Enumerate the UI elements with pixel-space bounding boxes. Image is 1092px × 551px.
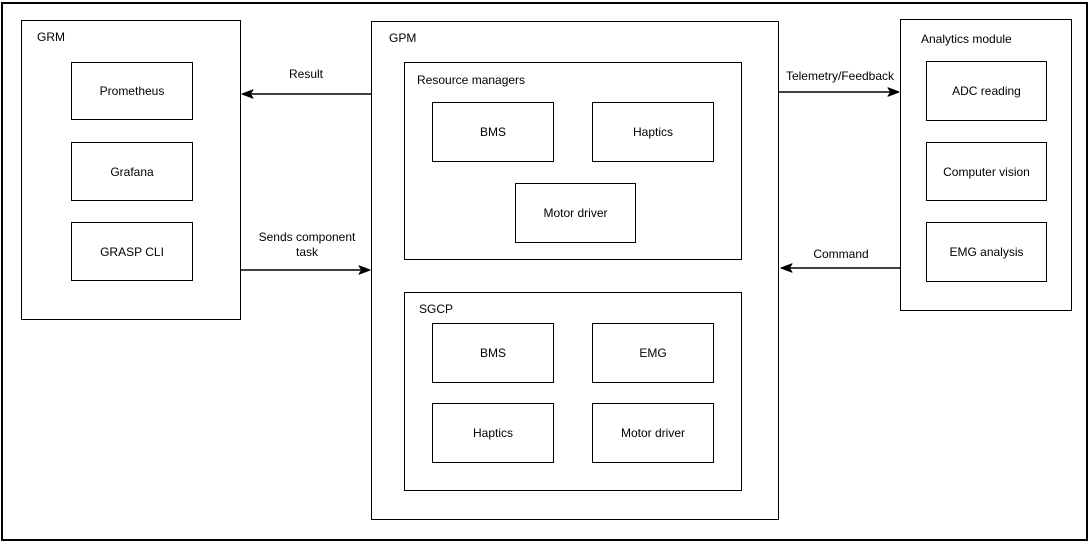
node-grasp-cli: GRASP CLI xyxy=(71,222,193,281)
node-rm-haptics: Haptics xyxy=(592,102,714,162)
arrow-label-telemetry-feedback: Telemetry/Feedback xyxy=(785,69,895,83)
arrow-label-result: Result xyxy=(288,67,323,81)
diagram-outer-border xyxy=(1,2,1088,541)
arrow-label-command: Command xyxy=(813,247,869,261)
group-resource-managers: Resource managers BMS Haptics Motor driv… xyxy=(404,62,742,260)
group-grm: GRM Prometheus Grafana GRASP CLI xyxy=(21,20,241,320)
group-resource-managers-label: Resource managers xyxy=(417,73,526,87)
node-emg-analysis: EMG analysis xyxy=(926,222,1047,282)
group-sgcp: SGCP BMS EMG Haptics Motor driver xyxy=(404,292,742,491)
node-sgcp-emg: EMG xyxy=(592,323,714,383)
node-rm-bms: BMS xyxy=(432,102,554,162)
group-sgcp-label: SGCP xyxy=(419,302,454,316)
node-grafana: Grafana xyxy=(71,142,193,201)
node-sgcp-bms: BMS xyxy=(432,323,554,383)
node-prometheus: Prometheus xyxy=(71,62,193,120)
node-sgcp-motor-driver: Motor driver xyxy=(592,403,714,463)
node-rm-motor-driver: Motor driver xyxy=(515,183,636,243)
node-sgcp-haptics: Haptics xyxy=(432,403,554,463)
group-grm-label: GRM xyxy=(37,30,65,44)
group-gpm-label: GPM xyxy=(389,31,417,45)
arrow-label-sends-component-task: Sends component task xyxy=(258,230,356,259)
node-computer-vision: Computer vision xyxy=(926,142,1047,201)
group-gpm: GPM Resource managers BMS Haptics Motor … xyxy=(371,21,779,520)
group-analytics-module-label: Analytics module xyxy=(921,32,1012,46)
group-analytics-module: Analytics module ADC reading Computer vi… xyxy=(900,19,1072,311)
node-adc-reading: ADC reading xyxy=(926,61,1047,121)
